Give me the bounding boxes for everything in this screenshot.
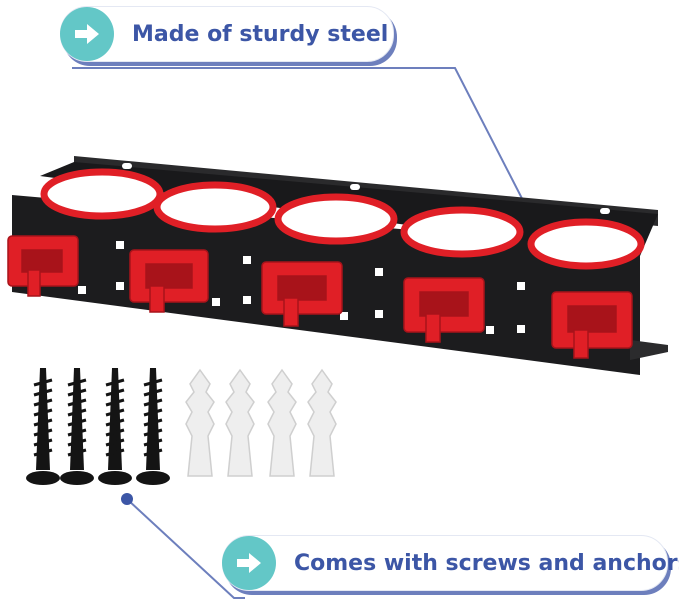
clip-4: [403, 277, 485, 343]
top-leader-line: [72, 67, 533, 219]
anchor-3: [267, 368, 297, 477]
ring-holders: [40, 168, 645, 270]
peg-holes: [78, 241, 525, 334]
screw-4: [136, 368, 170, 485]
bottom-leader-dot: [121, 493, 133, 505]
anchor-4: [307, 368, 337, 477]
arrow-right-icon: [60, 7, 114, 61]
clip-2: [129, 249, 209, 313]
bottom-leader-line: [127, 499, 245, 599]
arrow-right-icon: [222, 536, 276, 590]
screw-1: [26, 368, 60, 485]
clip-3: [261, 261, 343, 327]
screw-2: [60, 368, 94, 485]
screw-3: [98, 368, 132, 485]
clip-5: [551, 291, 633, 359]
callout-sturdy-steel: Made of sturdy steel: [60, 6, 394, 62]
anchor-1: [185, 368, 215, 477]
steel-rack: [7, 156, 668, 375]
screws: [26, 368, 170, 485]
callout-sturdy-steel-label: Made of sturdy steel: [132, 21, 389, 47]
wall-anchors: [185, 368, 337, 477]
clip-1: [7, 235, 79, 297]
callout-screws-anchors: Comes with screws and anchors: [222, 535, 679, 591]
red-clip-holders: [7, 235, 633, 359]
rack-bottom-lip: [630, 340, 668, 360]
callout-screws-anchors-label: Comes with screws and anchors: [294, 550, 679, 576]
anchor-2: [225, 368, 255, 477]
